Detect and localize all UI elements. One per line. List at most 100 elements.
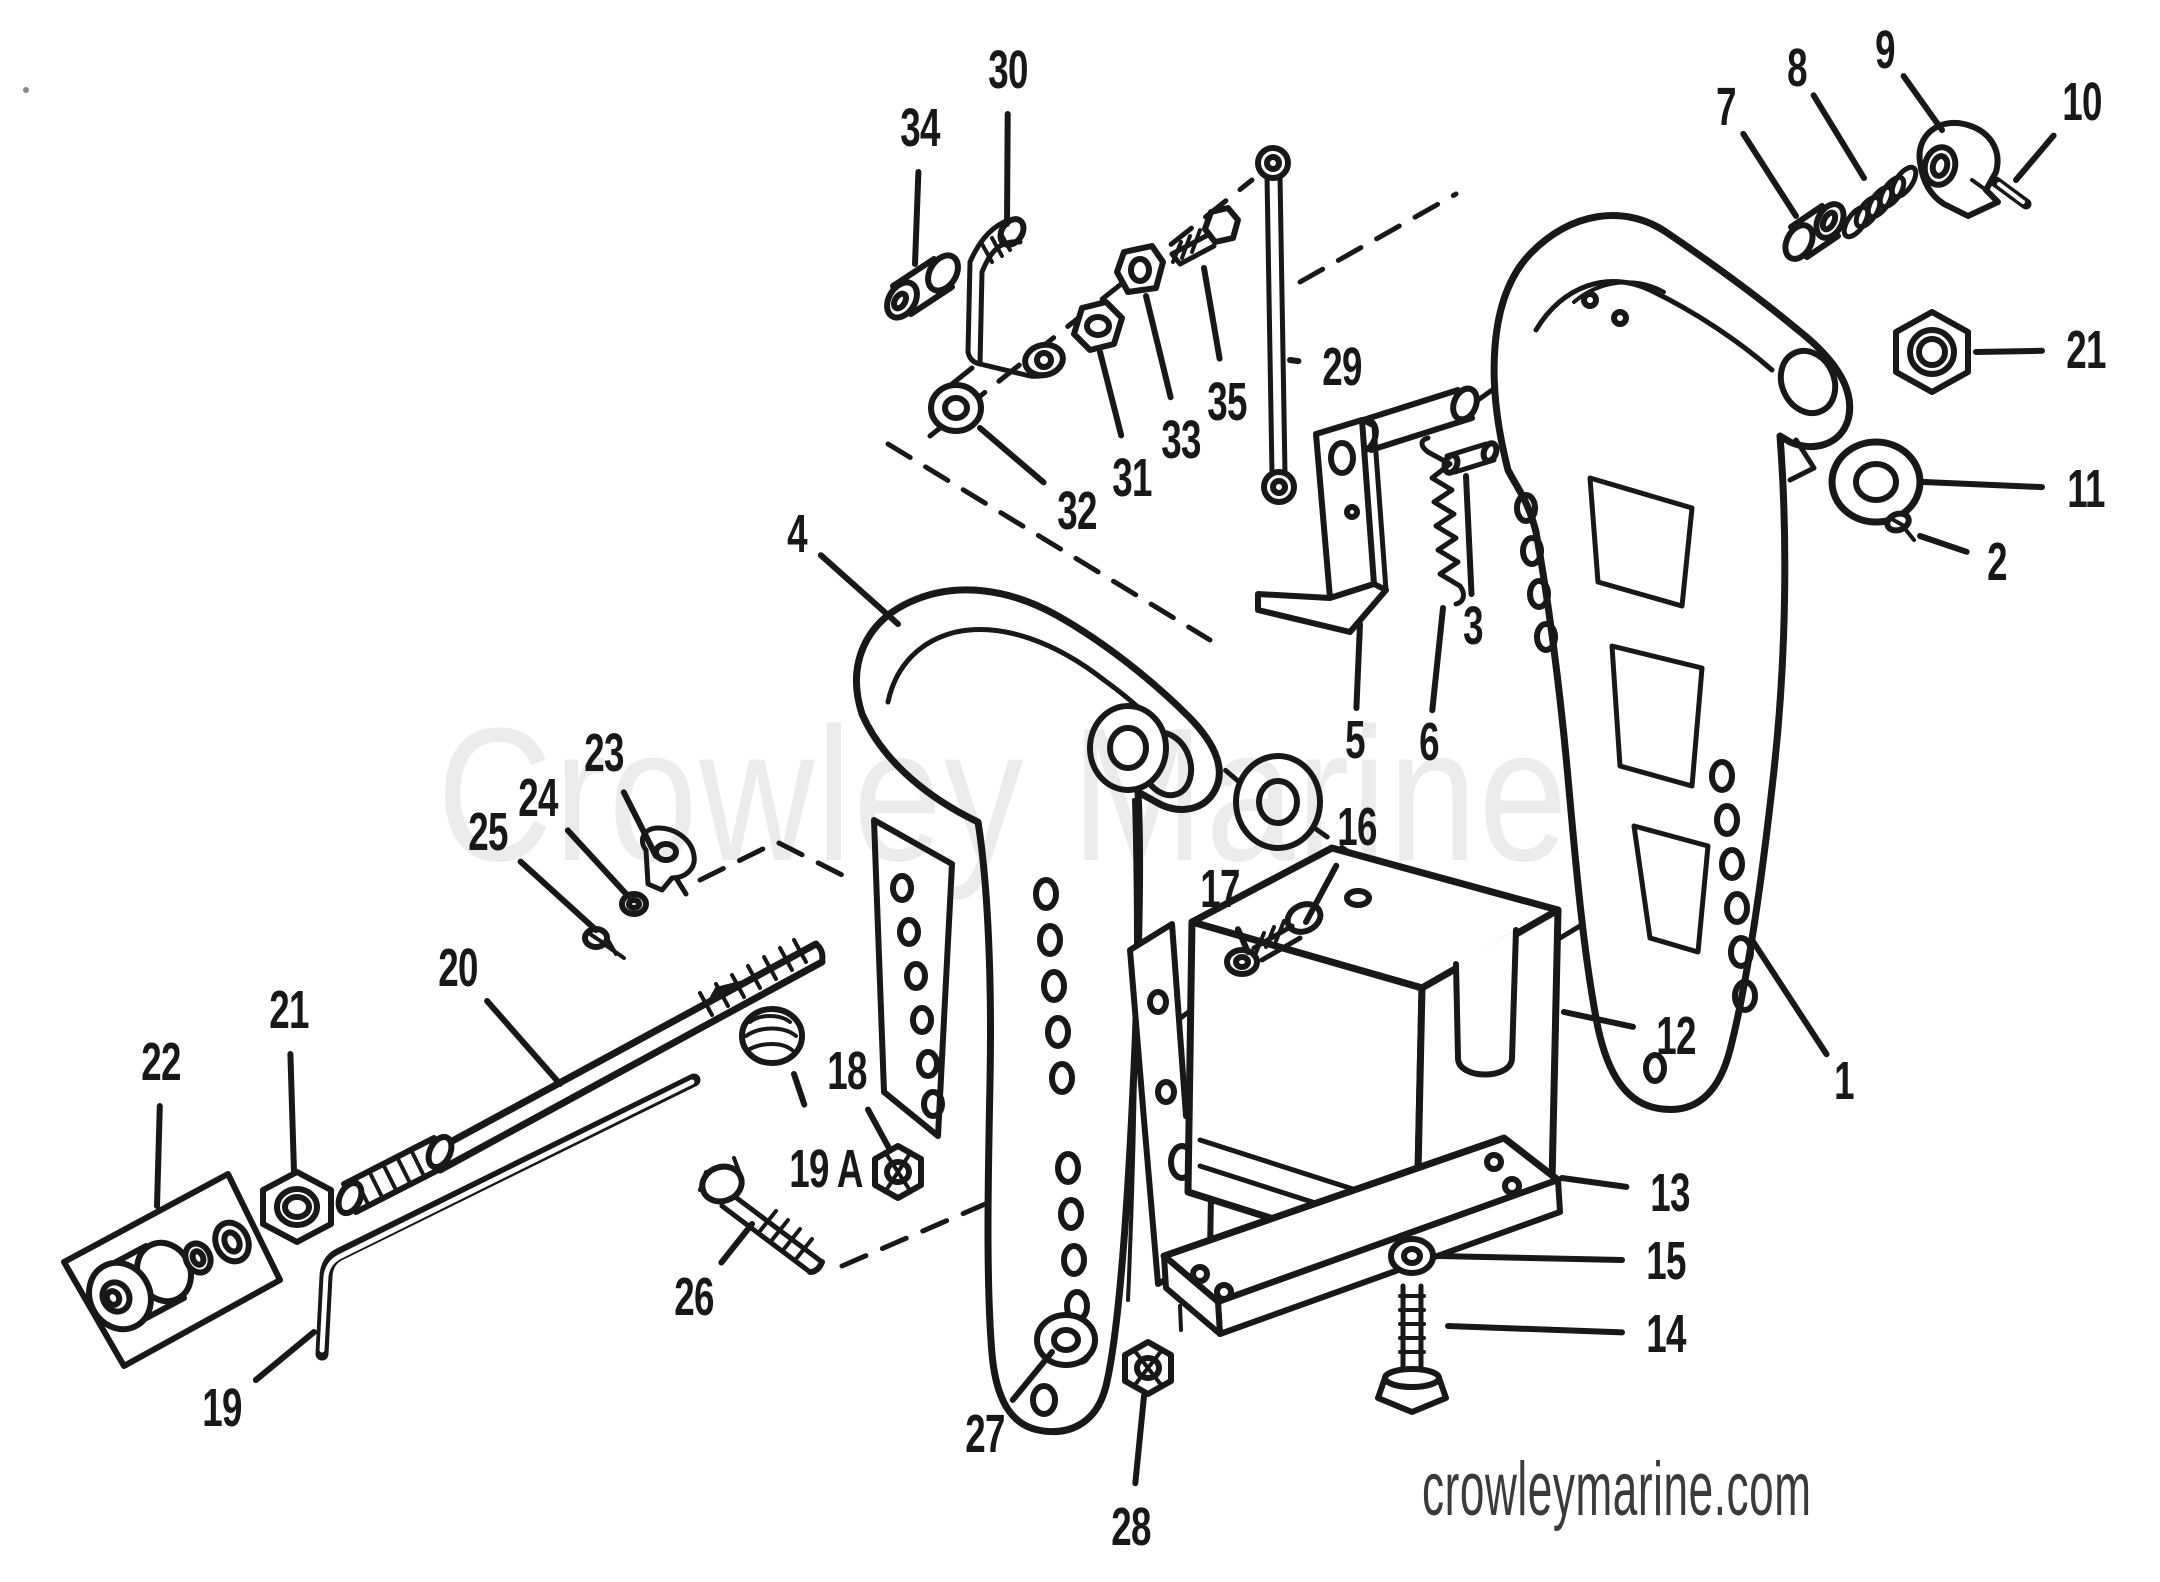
tilt-rod-locknut-shape <box>274 1186 320 1228</box>
leader-line-19a <box>791 1071 808 1108</box>
callout-label-4: 4 <box>787 504 807 564</box>
callout-label-8: 8 <box>1787 38 1807 98</box>
leader-line-16 <box>1303 862 1340 925</box>
spacer-plate-shape <box>1214 1282 1234 1302</box>
spacer-plate-shape <box>1161 1253 1223 1337</box>
callout-label-30: 30 <box>988 40 1028 100</box>
plate-washer-shape <box>1388 1236 1436 1276</box>
clamp-bracket-shape <box>1732 979 1758 1013</box>
leader-line-8 <box>1810 92 1867 181</box>
callout-label-35: 35 <box>1207 372 1247 432</box>
clamp-screw-bushing <box>1782 201 1847 262</box>
hex-nut-small <box>1071 299 1125 353</box>
clamp-bracket-shape <box>1609 643 1705 789</box>
tilt-rod-shape <box>705 979 749 1007</box>
pivot-washer-right-shape <box>1256 778 1300 826</box>
pivot-bolt-shape <box>698 1156 742 1192</box>
leader-line-2 <box>1917 533 1970 555</box>
reverse-lock-rod <box>315 1073 701 1361</box>
spacer-cylinder-shape <box>891 290 909 312</box>
tilt-rod-shape <box>428 940 820 1156</box>
leader-line-21-right <box>1973 347 2045 355</box>
alignment-dashed-lines-shape <box>1297 191 1459 285</box>
callout-label-25: 25 <box>468 802 508 862</box>
leader-line-3 <box>1463 473 1475 597</box>
leader-line-31 <box>1097 349 1125 439</box>
swivel-bracket-shape <box>1033 877 1059 911</box>
swivel-bracket-shape <box>1041 969 1067 1003</box>
tilt-rod-shape <box>436 958 826 1174</box>
leader-line-34 <box>912 169 922 267</box>
lock-lever-shape <box>949 365 975 387</box>
swivel-bracket-shape <box>910 1005 934 1035</box>
callout-label-27: 27 <box>965 1404 1005 1464</box>
callout-label-19a: 19 A <box>789 1139 863 1199</box>
pivot-washer-left-shape <box>1087 703 1169 793</box>
stop-bracket <box>1255 417 1389 635</box>
scan-speck <box>23 87 29 93</box>
leader-line-13 <box>1559 1175 1630 1190</box>
lock-lever <box>949 216 1066 387</box>
leader-line-1 <box>1749 937 1830 1058</box>
pivot-bolt-shape <box>699 1163 745 1205</box>
callout-label-29: 29 <box>1322 337 1362 397</box>
clamp-screw-bushing-shape <box>1819 209 1839 233</box>
leader-line-21-left <box>287 1051 297 1175</box>
transom-bracket-box-shape <box>1155 1079 1177 1105</box>
swivel-locknut <box>1893 309 1971 395</box>
website-text: crowleymarine.com <box>1422 1447 1812 1532</box>
leader-line-17 <box>1234 926 1251 955</box>
tilt-stop-pin-shape <box>1450 385 1480 423</box>
flat-washer-small-shape <box>928 382 984 434</box>
wing-nut-shape <box>1128 256 1152 284</box>
callout-label-26: 26 <box>674 1267 714 1327</box>
callout-label-21-left: 21 <box>269 980 309 1040</box>
threaded-plug-shape <box>739 1006 805 1066</box>
clamp-bracket-shape <box>1631 823 1711 955</box>
flat-washer-small <box>928 382 984 434</box>
cable-clamp <box>640 825 697 897</box>
alignment-dashed-lines-shape <box>927 177 1255 439</box>
callout-label-16: 16 <box>1337 797 1377 857</box>
callout-label-3: 3 <box>1463 596 1483 656</box>
swivel-bracket-shape <box>1037 923 1063 957</box>
leader-line-4 <box>817 552 901 627</box>
clamp-screw-shape <box>588 932 626 960</box>
clamp-spring-shape <box>1889 164 1919 200</box>
clamp-bracket-shape <box>1709 759 1735 793</box>
threaded-plug-shape <box>744 1014 798 1052</box>
swivel-washer-shape <box>1853 461 1899 503</box>
callout-label-2: 2 <box>1987 532 2007 592</box>
plate-washer-shape <box>1401 1246 1423 1266</box>
clamp-bracket-shape <box>1787 437 1817 483</box>
swivel-bracket-shape <box>1058 1197 1084 1231</box>
tilt-rod-shape <box>353 1148 427 1208</box>
transom-bracket-box-shape <box>1344 888 1372 908</box>
clamp-bracket-shape <box>1527 578 1551 610</box>
lock-lever-shape <box>1022 341 1066 379</box>
swivel-locknut-shape <box>1907 327 1957 377</box>
plate-washer <box>1388 1236 1436 1276</box>
spacer-plate-shape <box>1484 1152 1504 1172</box>
clamp-washer <box>619 891 649 917</box>
clamp-spring <box>1841 164 1919 240</box>
pivot-washer-shape <box>1051 1327 1081 1353</box>
mount-bolt-shape <box>1254 919 1286 955</box>
leader-line-18 <box>865 1106 893 1153</box>
link-rod-shape <box>1270 478 1288 496</box>
wing-nut <box>1114 243 1166 295</box>
lock-nut-19a-shape <box>883 1150 913 1194</box>
callout-label-5: 5 <box>1345 710 1365 770</box>
clamp-bracket-shape <box>1581 291 1599 309</box>
leader-line-29 <box>1287 357 1302 365</box>
clamp-bracket-shape <box>1643 1052 1667 1084</box>
latch-cam <box>1916 119 2001 219</box>
clamp-bracket <box>1490 212 1854 1114</box>
callout-label-17: 17 <box>1200 859 1240 919</box>
hardware-kit-box-shape <box>212 1219 252 1265</box>
clamp-bracket-shape <box>1724 891 1750 925</box>
pivot-bolt <box>698 1156 825 1275</box>
grease-screw <box>1884 510 1916 542</box>
clamp-bracket-shape <box>1719 847 1745 881</box>
